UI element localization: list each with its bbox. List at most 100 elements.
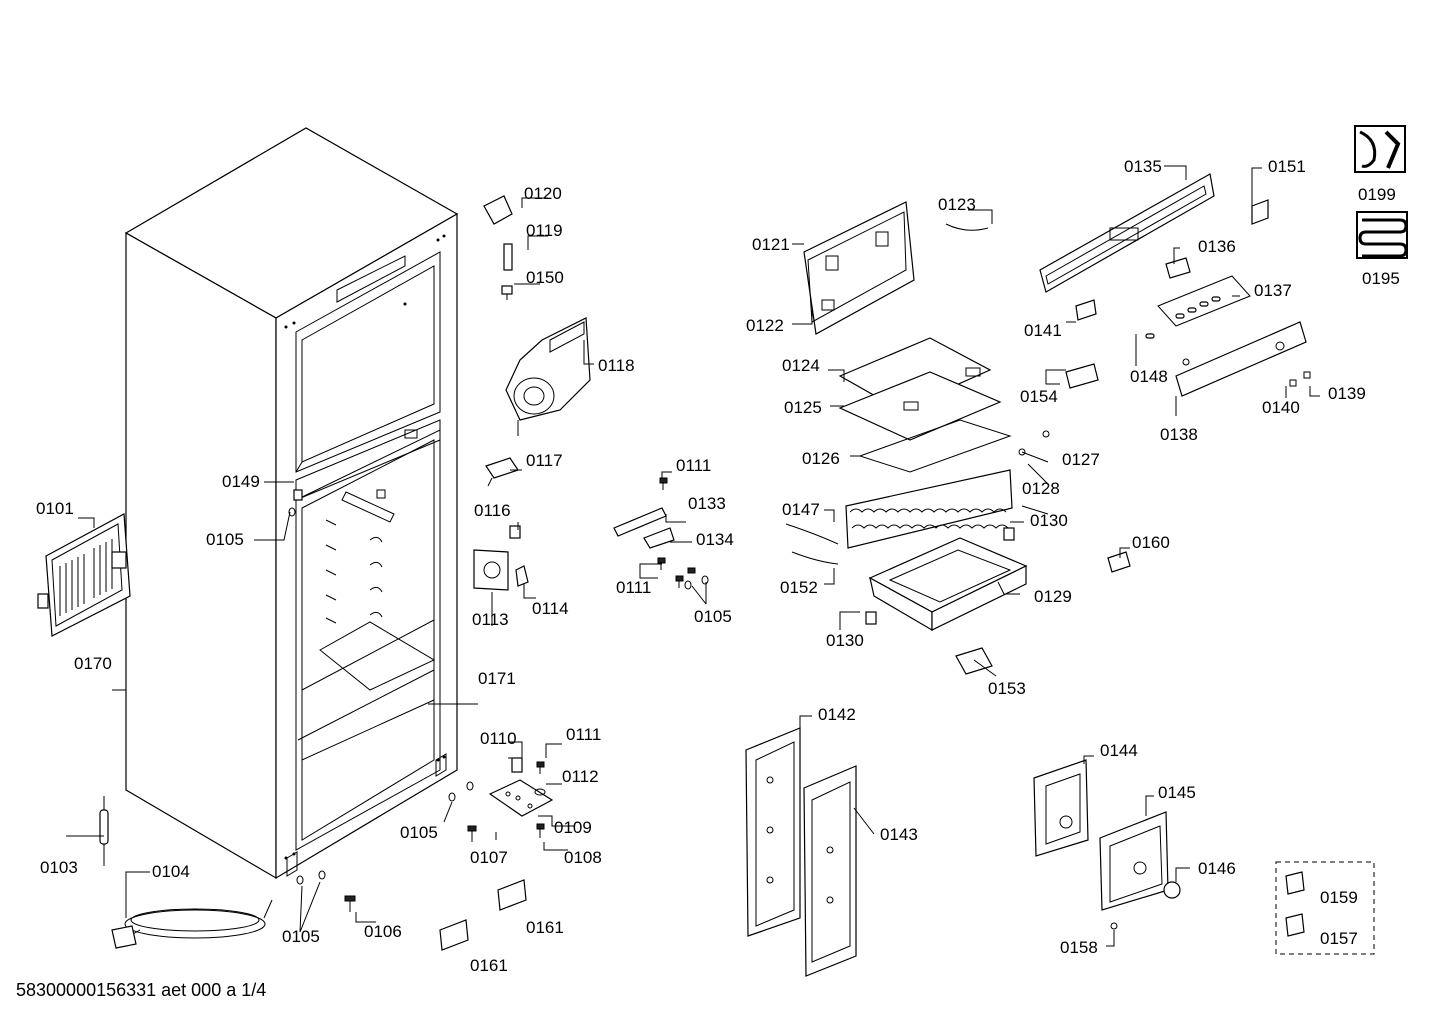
label-0152: 0152	[780, 578, 818, 597]
label-0120: 0120	[524, 184, 562, 203]
control-parts	[1065, 199, 1311, 573]
label-0105: 0105	[400, 823, 438, 842]
drain-part-0153	[955, 647, 993, 675]
label-0113: 0113	[472, 610, 509, 629]
connector-0130-a	[1003, 527, 1015, 541]
label-0145: 0145	[1158, 783, 1196, 802]
label-0135: 0135	[1124, 157, 1162, 176]
bracket-parts-0161	[439, 879, 527, 951]
thermostat-parts	[473, 525, 529, 591]
label-0121: 0121	[752, 235, 790, 254]
label-0104: 0104	[152, 862, 190, 881]
hinge-top-parts	[483, 195, 513, 300]
label-0199: 0199	[1358, 185, 1396, 204]
label-0134: 0134	[696, 530, 734, 549]
hinge-cover-0145	[1099, 811, 1169, 911]
label-0154: 0154	[1020, 387, 1058, 406]
control-housing-0135	[1039, 173, 1215, 293]
drip-tray-0129	[868, 537, 1028, 632]
label-0148: 0148	[1130, 367, 1168, 386]
label-0170: 0170	[74, 654, 112, 673]
label-0150: 0150	[526, 268, 564, 287]
label-0147: 0147	[782, 500, 820, 519]
label-0107: 0107	[470, 848, 508, 867]
label-0142: 0142	[818, 705, 856, 724]
washer-parts	[288, 507, 709, 885]
label-0161: 0161	[470, 956, 508, 975]
coil-icon	[1356, 211, 1408, 259]
label-0103: 0103	[40, 858, 78, 877]
fan-housing-part	[505, 317, 591, 436]
washer-0158	[1110, 922, 1118, 930]
label-0130: 0130	[826, 631, 864, 650]
clip-part-0110	[511, 757, 523, 773]
label-0139: 0139	[1328, 384, 1366, 403]
label-0136: 0136	[1198, 237, 1236, 256]
label-0105: 0105	[282, 927, 320, 946]
wrench-icon	[1354, 125, 1406, 173]
hinge-cover-0144	[1033, 759, 1089, 857]
cabinet-body	[124, 127, 459, 880]
label-0153: 0153	[988, 679, 1026, 698]
label-0125: 0125	[784, 398, 822, 417]
label-0114: 0114	[532, 599, 569, 618]
door-rail-0143	[803, 765, 857, 977]
label-0110: 0110	[480, 729, 517, 748]
document-footer: 58300000156331 aet 000 a 1/4	[16, 980, 267, 1000]
screw-0127	[1042, 430, 1050, 438]
evaporator-coil-0128	[845, 469, 1013, 549]
label-0141: 0141	[1024, 321, 1062, 340]
bracket-part-0149	[293, 489, 303, 501]
label-0151: 0151	[1268, 157, 1306, 176]
label-0101: 0101	[36, 499, 74, 518]
label-0149: 0149	[222, 472, 260, 491]
label-0138: 0138	[1160, 425, 1198, 444]
damper-part-0117	[485, 457, 519, 487]
label-0133: 0133	[688, 494, 726, 513]
connector-0130-b	[865, 611, 877, 625]
label-0111: 0111	[566, 725, 601, 744]
label-0108: 0108	[564, 848, 602, 867]
part-labels: 0101 0103 0104 0105 0105 0105 0105 0106 …	[36, 157, 1400, 975]
label-0116: 0116	[474, 501, 511, 520]
knob-0146	[1163, 881, 1181, 899]
label-0124: 0124	[782, 356, 820, 375]
label-0144: 0144	[1100, 741, 1138, 760]
parts-box-0157-0159	[1275, 861, 1375, 955]
label-0158: 0158	[1060, 938, 1098, 957]
label-0160: 0160	[1132, 533, 1170, 552]
label-0157: 0157	[1320, 929, 1358, 948]
leader-lines	[66, 165, 1320, 947]
hinge-arm-parts	[613, 507, 675, 549]
door-rail-0142	[745, 727, 801, 937]
label-0159: 0159	[1320, 888, 1358, 907]
label-0119: 0119	[526, 221, 563, 240]
rear-cover-part	[37, 513, 131, 637]
screw-parts	[467, 477, 696, 842]
label-0117: 0117	[526, 451, 563, 470]
label-0123: 0123	[938, 195, 976, 214]
label-0143: 0143	[880, 825, 918, 844]
label-0127: 0127	[1062, 450, 1100, 469]
hinge-plate-part	[488, 779, 554, 817]
label-0130: 0130	[1030, 511, 1068, 530]
label-0106: 0106	[364, 922, 402, 941]
evaporator-cover-0121	[803, 201, 915, 335]
label-0146: 0146	[1198, 859, 1236, 878]
label-0126: 0126	[802, 449, 840, 468]
label-0195: 0195	[1362, 269, 1400, 288]
label-0140: 0140	[1262, 398, 1300, 417]
label-0111: 0111	[616, 578, 651, 597]
label-0109: 0109	[554, 818, 592, 837]
label-0105: 0105	[694, 607, 732, 626]
label-0161: 0161	[526, 918, 564, 937]
label-0122: 0122	[746, 316, 784, 335]
power-cord-part	[111, 899, 273, 949]
label-0129: 0129	[1034, 587, 1072, 606]
probe-part	[99, 796, 109, 866]
label-0128: 0128	[1022, 479, 1060, 498]
heater-wires	[785, 223, 989, 565]
label-0171: 0171	[478, 669, 516, 688]
label-0111: 0111	[676, 456, 711, 475]
